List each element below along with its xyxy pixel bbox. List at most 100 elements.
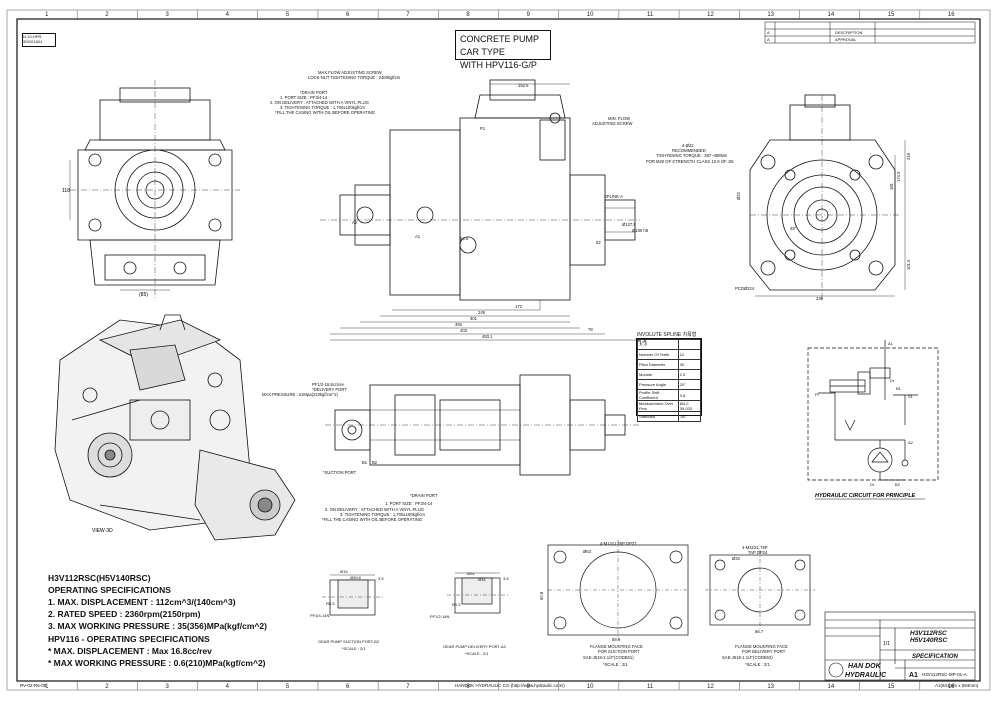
bottom-note-pressure: MAX.PRESSURE : 21Mpa(210kgf/cm^2) (262, 392, 339, 397)
hc-label-b1: B1 (896, 386, 902, 391)
grid-column-label: 6 (346, 12, 350, 18)
grid-column-label: 4 (226, 684, 230, 690)
drawing-title-box: CONCRETE PUMP CAR TYPE WITH HPV116-G/P (455, 30, 551, 70)
spline-row-label: Measurement Over Pins (637, 400, 679, 412)
spec2-line-2: * MAX WORKING PRESSURE : 0.6(210)MPa(kgf… (48, 658, 266, 668)
flange-s-d63: Ø63 (583, 549, 592, 554)
end-dim-pcd: PCDØ224 (735, 286, 755, 291)
suction-label-r: R0.3 (326, 601, 335, 606)
suction-label-d15: Ø15 (340, 569, 348, 574)
grid-column-label: 1 (45, 12, 49, 18)
grid-labels: 1122334455667788991010111112121313141415… (45, 12, 955, 690)
spec-line-3: 3. MAX WORKING PRESSURE : 35(356)MPa(kgf… (48, 621, 267, 631)
spline-row-label: Module (637, 369, 679, 380)
spline-row-value: JIS (677, 411, 702, 422)
flange-s-bolts: 4-M12x1.25P DP27 (600, 541, 637, 546)
drawing-title-line-2: WITH HPV116-G/P (460, 60, 537, 70)
drawing-stamp: N-10-HPR-3SG01A01 (22, 33, 56, 47)
spline-row-value: Ø4.0 39.033 (677, 400, 702, 412)
bottom-note-suction: *SUCTION PORT (323, 470, 357, 475)
spline-row-value: 20° (677, 379, 702, 390)
delivery-caption: GEAR PUMP DELIVERY PORT-A2 (443, 644, 507, 649)
end-dim-32: Ø32 (736, 191, 741, 200)
bottom-note-pf: PF1/2-16.8cc/rev (312, 382, 345, 387)
spline-row-label: Standard (637, 411, 679, 422)
side-note-spline: SPLINE-A (604, 194, 623, 199)
tb-company-1: HAN DOK (848, 663, 882, 670)
spline-row-label: Pressure Angle (637, 379, 679, 390)
spline-row-value: 0.8 (677, 389, 702, 401)
grid-column-label: 10 (587, 684, 594, 690)
delivery-label-r: R0.3 (452, 602, 461, 607)
flange-d-d32: Ø32 (732, 556, 741, 561)
spline-row-label: Pitch Diameter (637, 359, 679, 370)
end-note-torque: TIGHTENING TORQUE : 367~496Nm (656, 153, 728, 158)
tb-scale: 1/1 (883, 641, 890, 647)
side-view (320, 79, 640, 341)
bottom-label-b2: B2 (372, 460, 378, 465)
side-dim-127: Ø127.5 (622, 222, 636, 227)
grid-column-label: 6 (346, 684, 350, 690)
footer-right: A1(841mm x 594mm) (935, 683, 979, 688)
end-view (749, 94, 906, 300)
grid-column-label: 10 (587, 12, 594, 18)
side-dim-52: 52 (596, 240, 601, 245)
grid-ticks (76, 10, 921, 690)
tb-size: A1 (909, 672, 918, 679)
end-dim-236: 236 (816, 296, 824, 301)
flange-d-scale: *SCALE : 2/1 (745, 662, 770, 667)
tb-company-2: HYDRAULIC (845, 672, 887, 679)
suction-label-35: 3.5 (378, 576, 384, 581)
hc-label-s1: S1 (908, 394, 914, 399)
drawing-title-line-1: CONCRETE PUMP CAR TYPE (460, 34, 539, 57)
title-block (824, 611, 976, 681)
grid-column-label: 1 (45, 684, 49, 690)
hc-label-dr: Dr (890, 378, 895, 383)
grid-column-label: 9 (527, 684, 531, 690)
grid-column-label: 11 (647, 12, 654, 18)
flange-d-cap3: SAE-J518-1 1/4"(CODE62) (722, 655, 773, 660)
flange-s-cap2: FOR SUCTION PORT (598, 649, 640, 654)
spec-heading-2: HPV116 - OPERATING SPECIFICATIONS (48, 634, 210, 644)
grid-column-label: 9 (527, 12, 531, 18)
side-note-adjusting: ADJUSTING SCREW (592, 121, 633, 126)
grid-column-label: 13 (767, 684, 774, 690)
view-3d (54, 314, 296, 541)
grid-column-label: 8 (466, 12, 470, 18)
spline-row-value: 2.5 (677, 369, 702, 380)
side-dim-160: Ø160 h8 (632, 228, 649, 233)
side-dim-403: 403 (460, 328, 468, 333)
grid-column-label: 8 (466, 684, 470, 690)
side-note-torque: 3. TIGHTENING TORQUE : 1,700±100kgf/cm (280, 105, 365, 110)
hydraulic-circuit (807, 340, 939, 481)
end-dim-174: 174.5 (896, 171, 901, 182)
end-note-class: FOR M20 OF STRENGTH CLASS 10.9 OF JIS (646, 159, 734, 164)
side-label-p1: P1 (480, 126, 486, 131)
grid-column-label: 5 (286, 684, 290, 690)
end-dim-181: 181 (889, 182, 894, 190)
grid-column-label: 3 (165, 684, 169, 690)
grid-column-label: 16 (948, 12, 955, 18)
flange-d-bolts: 4-M12X1.75P (742, 545, 768, 550)
grid-column-label: 16 (948, 684, 955, 690)
suction-label-pf: PF3/4-14N (310, 613, 329, 618)
suction-caption: GEAR PUMP SUCTION PORT-B2 (318, 639, 380, 644)
delivery-label-35: 3.5 (503, 576, 509, 581)
grid-column-label: 15 (888, 684, 895, 690)
flange-d-667: 66.7 (755, 629, 764, 634)
flange-d-cap1: FLANGE MOUNTING FACE (735, 644, 788, 649)
bottom-note-delivery: *DELIVERY PORT (312, 387, 347, 392)
front-view (69, 80, 240, 300)
side-dim-249: 249 (478, 310, 486, 315)
spline-row-value: 12 (677, 349, 702, 360)
spec2-line-1: * MAX. DISPLACEMENT : Max 16.8cc/rev (48, 646, 212, 656)
rev-row2-desc: APPROVAL (835, 37, 857, 42)
side-note-delivery: 2. ON DELIVERY : ATTACHED WITH A VINYL P… (270, 100, 369, 105)
flange-d-cap2: FOR DELIVERY PORT (742, 649, 786, 654)
delivery-port-detail (447, 572, 510, 614)
